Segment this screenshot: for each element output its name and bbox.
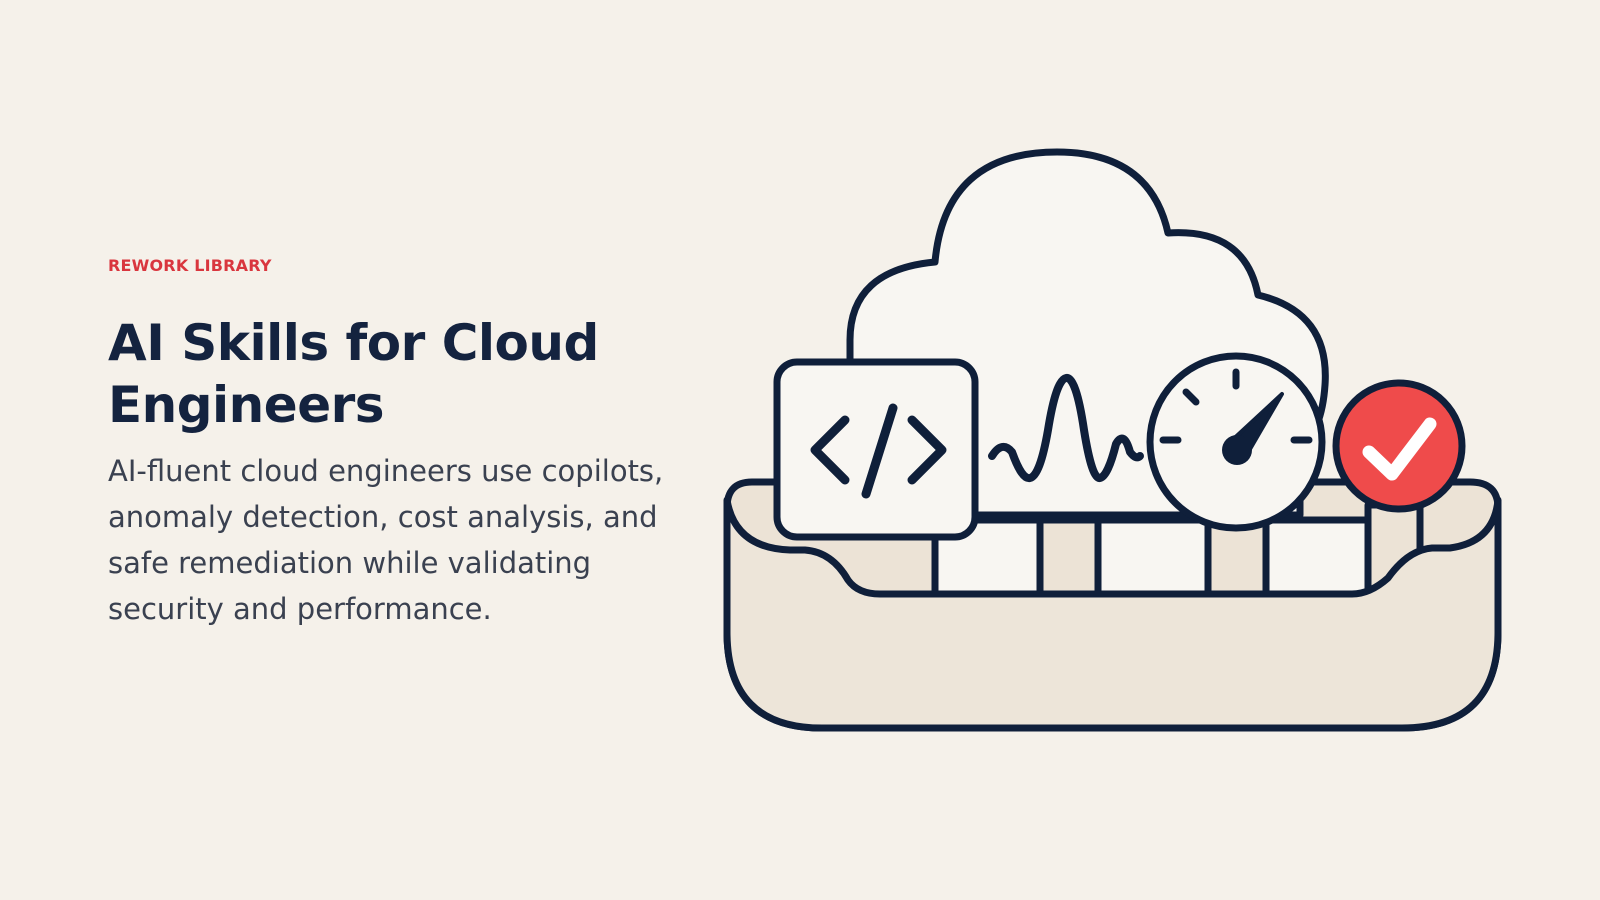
hero-text: REWORK LIBRARY AI Skills for Cloud Engin… <box>108 256 708 632</box>
code-icon <box>773 358 979 541</box>
checkmark-icon <box>1332 379 1466 513</box>
gauge-icon <box>1146 352 1326 532</box>
page-title: AI Skills for Cloud Engineers <box>108 314 599 434</box>
description-text: AI-fluent cloud engineers use copilots, … <box>108 454 664 626</box>
cloud-tools-illustration <box>723 148 1502 732</box>
stand-posts <box>931 501 1424 599</box>
waveform-icon <box>988 374 1144 483</box>
eyebrow-label: REWORK LIBRARY <box>108 256 272 275</box>
